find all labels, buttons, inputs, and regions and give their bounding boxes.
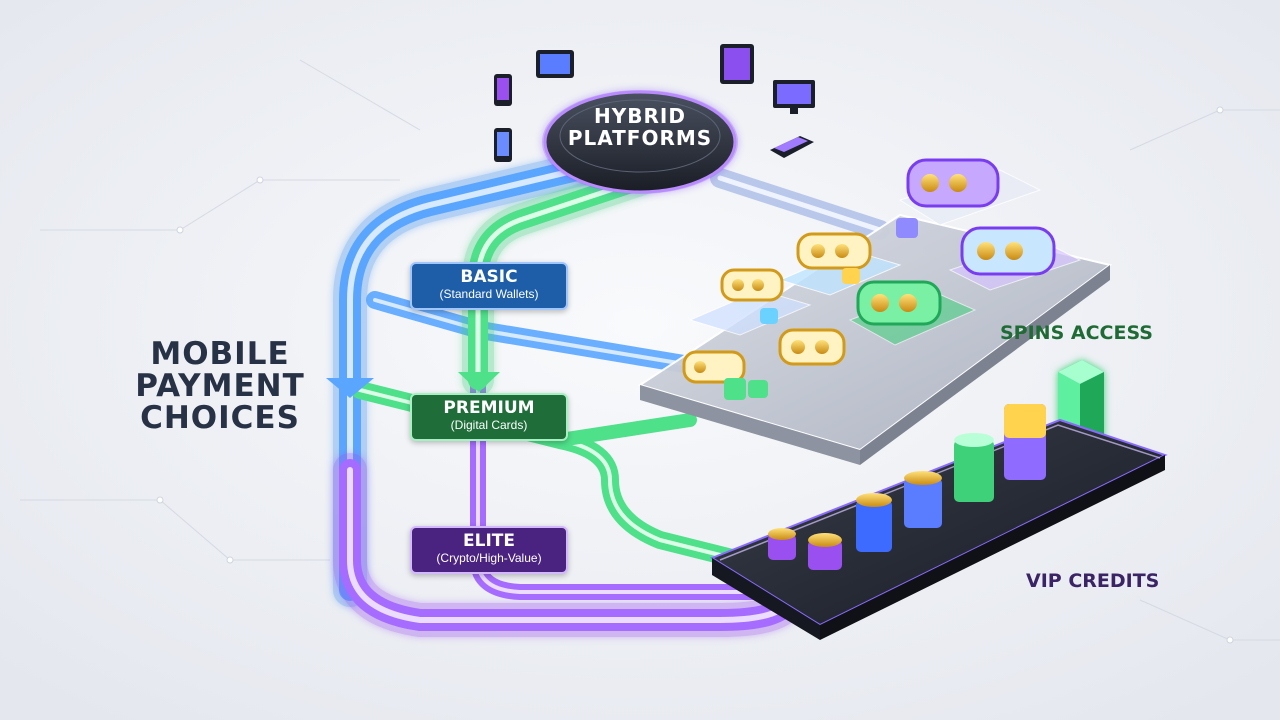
coin-stack-icon — [904, 471, 942, 528]
tier-basic-label: BASIC — [460, 267, 518, 287]
tier-premium-sub: (Digital Cards) — [450, 418, 528, 432]
tier-elite: ELITE (Crypto/High-Value) — [410, 526, 568, 574]
coin-stack-icon — [724, 378, 768, 400]
light-flow-tube — [710, 168, 890, 240]
slot-reel-icon — [682, 350, 746, 384]
tier-elite-sub: (Crypto/High-Value) — [436, 551, 542, 565]
device-icons — [494, 44, 815, 162]
coin-stack-icon — [760, 218, 918, 324]
coin-stack-icon — [768, 528, 796, 560]
slot-reel-icon — [720, 268, 784, 302]
tier-premium: PREMIUM (Digital Cards) — [410, 393, 568, 441]
slot-reel-icon — [778, 328, 846, 366]
diagram-title-line: CHOICES — [140, 400, 300, 436]
diagram-title-line: MOBILE — [150, 336, 290, 372]
hub-label-line1: HYBRID — [594, 104, 686, 128]
hub-node — [542, 90, 738, 194]
coin-stack-icon — [1004, 404, 1046, 480]
coin-stack-icon — [808, 533, 842, 570]
slot-reel-icon — [960, 226, 1056, 276]
spins-access-label: SPINS ACCESS — [1000, 322, 1153, 344]
tier-elite-label: ELITE — [463, 531, 515, 551]
tier-premium-label: PREMIUM — [443, 398, 535, 418]
slot-reels — [682, 158, 1056, 400]
coin-stack-icon — [954, 433, 994, 502]
slot-reel-icon — [906, 158, 1000, 208]
diagram-title-line: PAYMENT — [135, 368, 305, 404]
down-arrow-icon — [458, 372, 500, 392]
slot-reel-icon — [796, 232, 872, 270]
coin-stack-icon — [856, 493, 892, 552]
tier-basic: BASIC (Standard Wallets) — [410, 262, 568, 310]
vip-credit-bars — [768, 404, 1046, 570]
slot-reel-icon — [856, 280, 942, 326]
down-arrow-icon — [326, 378, 374, 398]
vip-credits-label: VIP CREDITS — [1026, 570, 1160, 592]
tier-basic-sub: (Standard Wallets) — [439, 287, 539, 301]
hub-label-line2: PLATFORMS — [567, 126, 713, 150]
